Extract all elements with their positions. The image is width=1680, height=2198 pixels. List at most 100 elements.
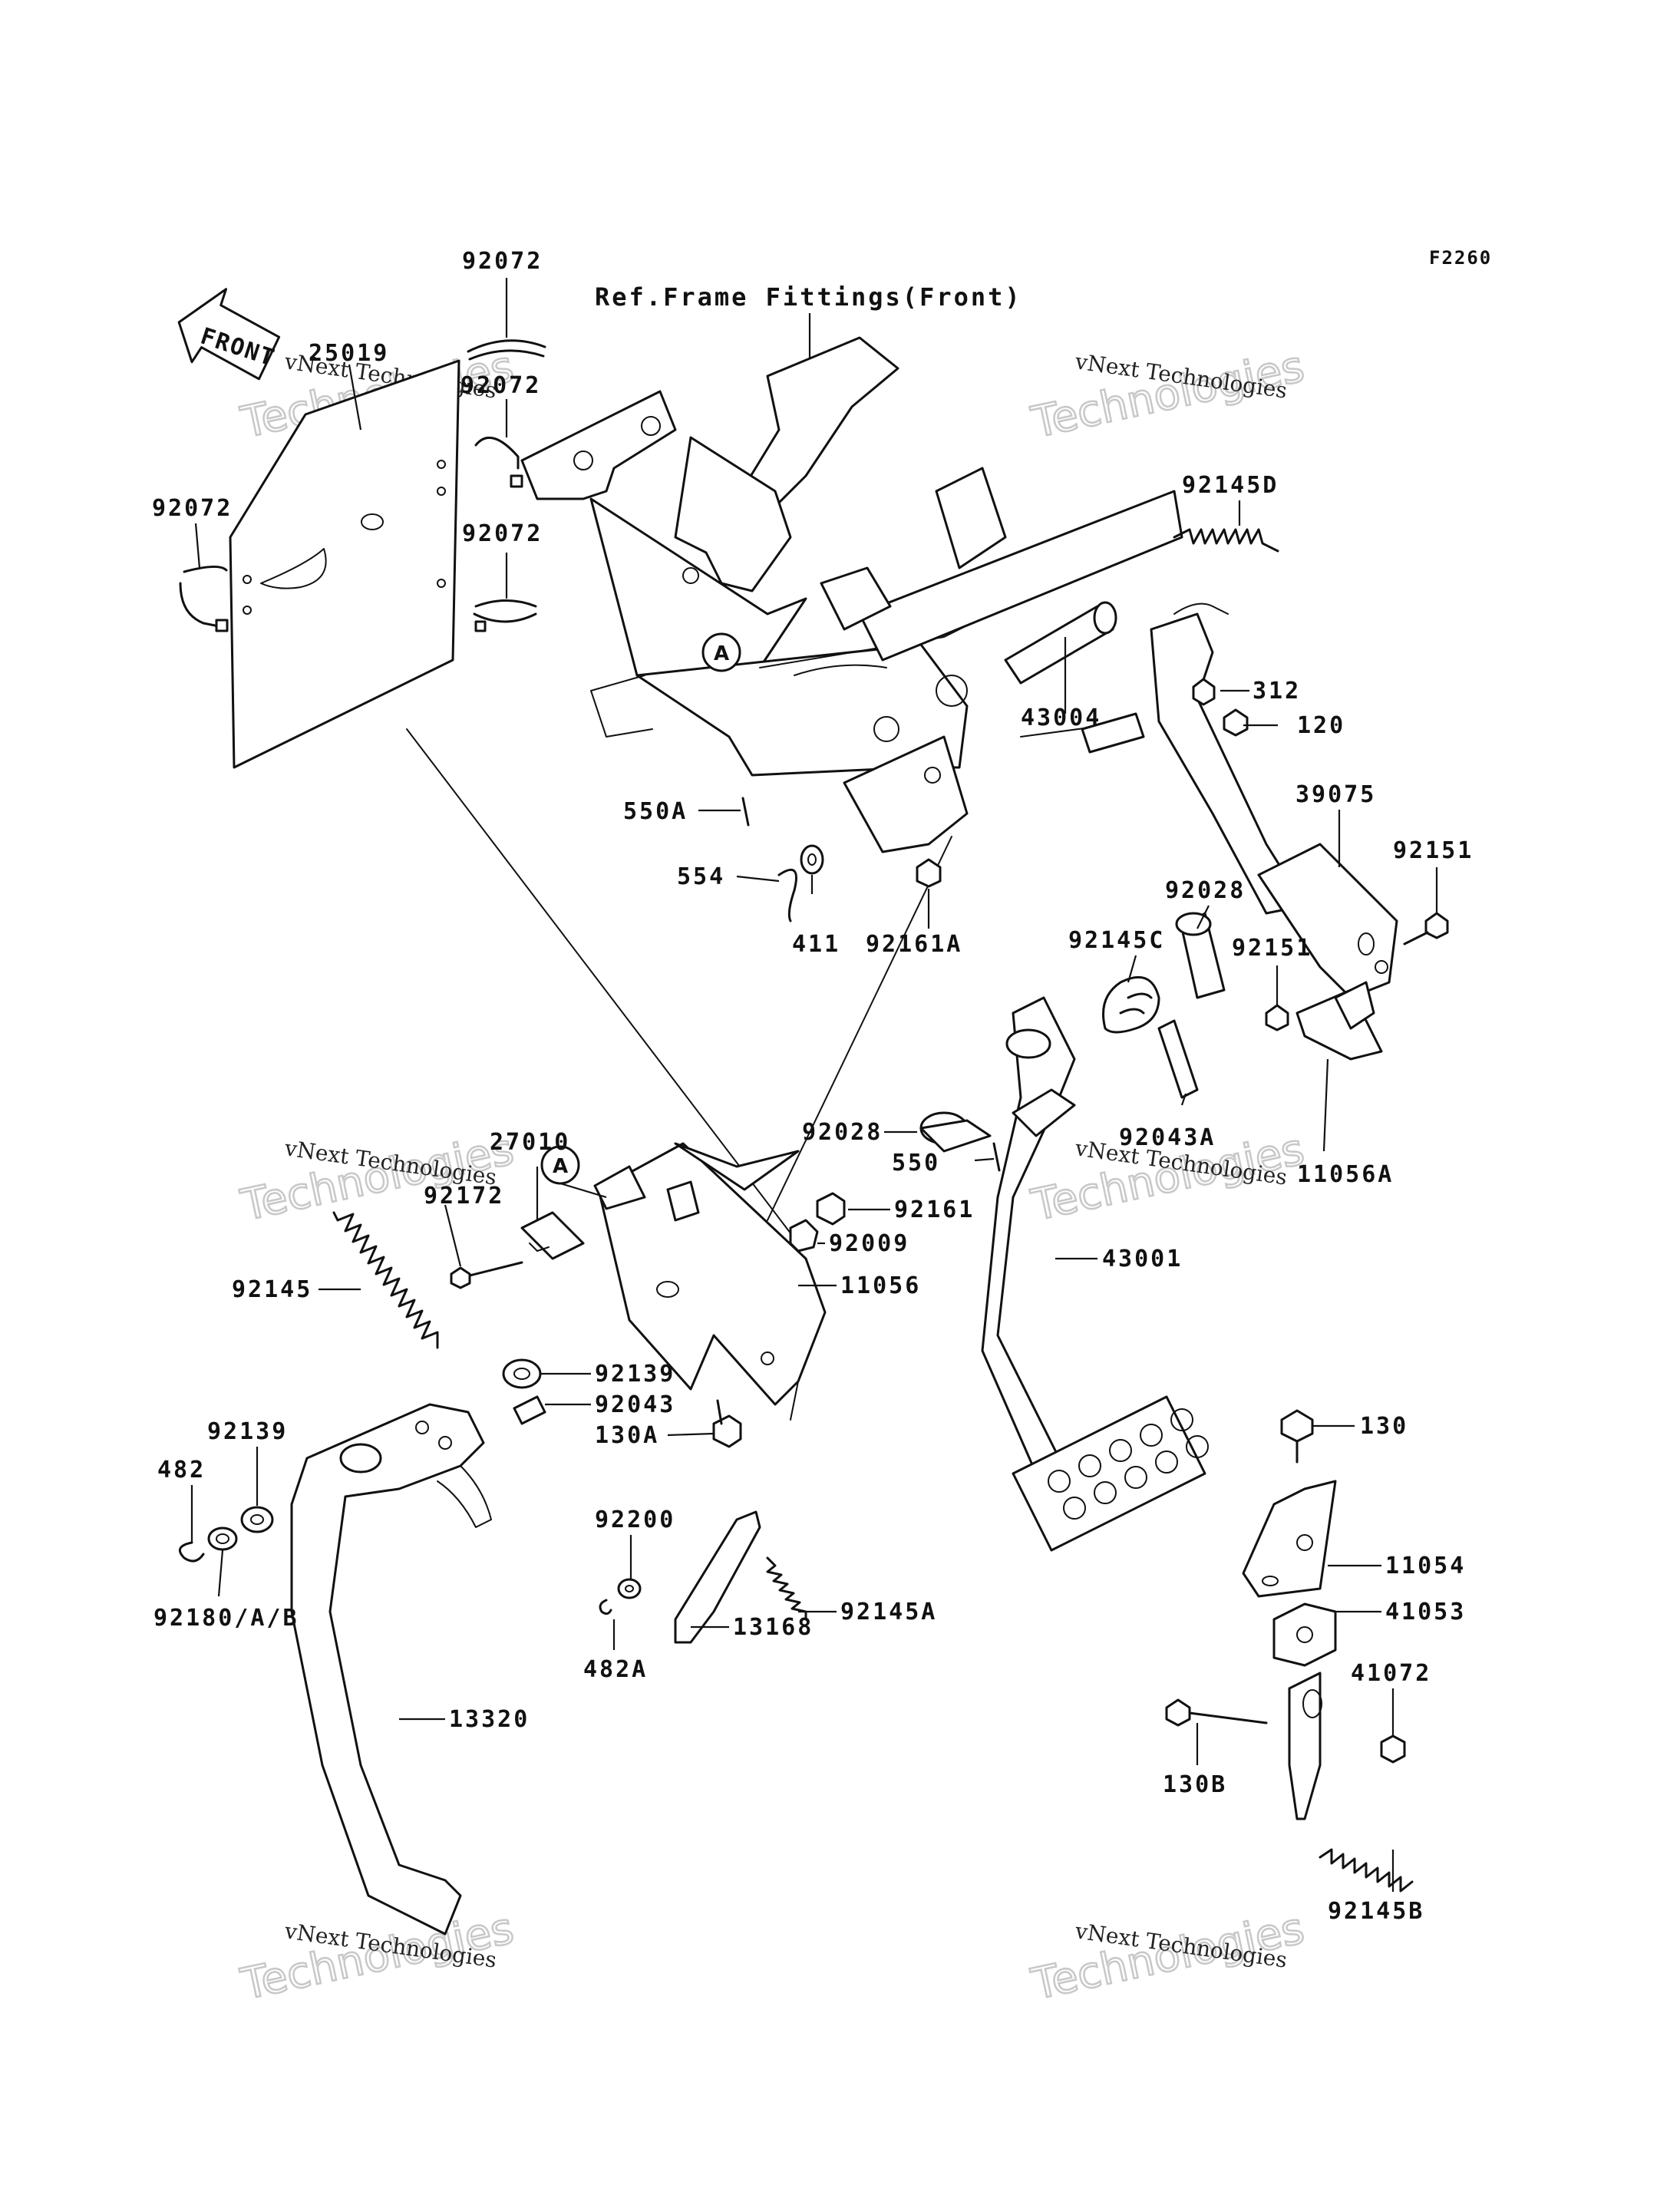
svg-text:A: A [714,642,729,665]
label-92200: 92200 [595,1507,675,1533]
label-482: 482 [157,1457,206,1483]
label-411: 411 [792,931,840,958]
bolt-130-drawing [1280,1409,1314,1464]
label-39075: 39075 [1295,781,1376,808]
label-92028-a: 92028 [1165,877,1246,904]
label-92145C: 92145C [1068,927,1165,954]
shaft-43004-drawing [1004,601,1145,754]
bolt-92172-drawing [450,1261,523,1289]
label-25019: 25019 [309,340,389,367]
nut-41072-drawing [1380,1734,1406,1764]
nut-312-drawing [1192,678,1216,706]
bolt-130A-drawing [712,1399,742,1448]
view-marker-a-top: A [701,632,741,672]
label-92028-b: 92028 [802,1119,883,1146]
circlip-482A-drawing [599,1599,612,1615]
label-92139-a: 92139 [595,1361,675,1388]
leader-lines [190,278,1438,1892]
spring-92145B-drawing [1319,1848,1414,1893]
label-92151-b: 92151 [1232,935,1312,962]
bracket-11054-drawing [1242,1480,1337,1598]
label-130B: 130B [1163,1771,1227,1798]
reference-label: Ref.Frame Fittings(Front) [595,282,1022,312]
clamp-92072-mid-drawing [474,437,523,488]
label-11054: 11054 [1385,1553,1466,1579]
spring-92145-drawing [332,1211,439,1349]
front-arrow-icon: FRONT [177,288,281,381]
label-11056A: 11056A [1297,1161,1394,1188]
bushing-92139-a-drawing [502,1358,542,1389]
label-482A: 482A [583,1656,648,1683]
clamp-92072-low-drawing [473,599,537,632]
bushing-92139-b-drawing [240,1506,274,1533]
bushing-92028-a-drawing [1175,912,1226,999]
bracket-11056-drawing [593,1142,827,1421]
label-92072-mid: 92072 [460,372,541,399]
label-92180: 92180/A/B [153,1605,299,1632]
switch-27010-drawing [520,1211,585,1260]
bolt-120-drawing [1223,708,1249,737]
circlip-482-drawing [178,1541,205,1563]
bolt-92151-a-drawing [1403,912,1449,946]
label-130: 130 [1360,1413,1408,1440]
bolt-92009-drawing [789,1219,819,1252]
spring-92145C-drawing [1102,975,1160,1034]
nut-92161-drawing [816,1192,846,1226]
label-92172: 92172 [424,1183,504,1210]
bolt-92151-b-drawing [1265,1004,1289,1031]
label-130A: 130A [595,1422,659,1449]
pin-92043-drawing [513,1395,546,1425]
svg-text:A: A [553,1155,568,1178]
label-554: 554 [677,863,725,890]
label-92145: 92145 [232,1276,312,1303]
watermark-top-right: Technologies vNext Technologies [1026,341,1309,449]
bracket-11056A-drawing [1295,981,1383,1061]
clutch-pedal-13320-drawing [290,1403,492,1936]
label-92145A: 92145A [840,1599,937,1625]
label-92072-top: 92072 [462,248,543,275]
label-13168: 13168 [733,1614,814,1641]
label-41072: 41072 [1351,1660,1431,1687]
assembly-reference-line-2 [767,836,952,1221]
brake-pedal-43001-drawing [981,996,1209,1552]
watermark-bottom-left: Technologies vNext Technologies [236,1903,519,2011]
label-92043A: 92043A [1119,1124,1216,1151]
label-92072-left: 92072 [152,495,233,522]
label-550A: 550A [623,798,688,825]
label-92161A: 92161A [866,931,962,958]
spring-92145D-drawing [1173,528,1279,553]
spring-92145A-drawing [766,1556,807,1621]
label-550: 550 [892,1150,940,1177]
label-13320: 13320 [449,1706,530,1733]
part-labels: 92072 25019 92072 92072 92072 92145D 312… [152,248,1474,1925]
pin-92043A-drawing [1157,1019,1199,1099]
figure-code: F2260 [1429,247,1492,269]
lever-13168-drawing [674,1510,761,1644]
clamp-92072-left-drawing [179,566,229,632]
label-92009: 92009 [829,1230,909,1257]
frame-bracket-drawing [520,336,1183,853]
bolt-130B-drawing [1165,1698,1268,1727]
label-43001: 43001 [1102,1246,1183,1272]
clamp-92072-top-drawing [467,339,546,361]
washer-92180-drawing [207,1526,238,1551]
label-92151-a: 92151 [1393,837,1474,864]
assembly-reference-line [406,728,799,1244]
label-92161: 92161 [894,1196,975,1223]
label-92145B: 92145B [1328,1898,1424,1925]
cotter-pin-550A-drawing [741,797,750,827]
label-27010: 27010 [490,1129,570,1156]
label-92139-b: 92139 [207,1418,288,1445]
clip-554-drawing [777,868,797,922]
watermark-bottom-right: Technologies vNext Technologies [1026,1903,1309,2011]
watermark-mid-left: Technologies vNext Technologies [236,1124,519,1232]
label-120: 120 [1297,712,1345,739]
lever-plate-41053-drawing [1288,1672,1322,1820]
label-43004: 43004 [1021,705,1101,731]
label-92145D: 92145D [1182,472,1279,499]
label-92072-low: 92072 [462,520,543,547]
label-41053: 41053 [1385,1599,1466,1625]
washer-411-drawing [800,844,824,875]
bracket-41053-drawing [1272,1602,1337,1667]
